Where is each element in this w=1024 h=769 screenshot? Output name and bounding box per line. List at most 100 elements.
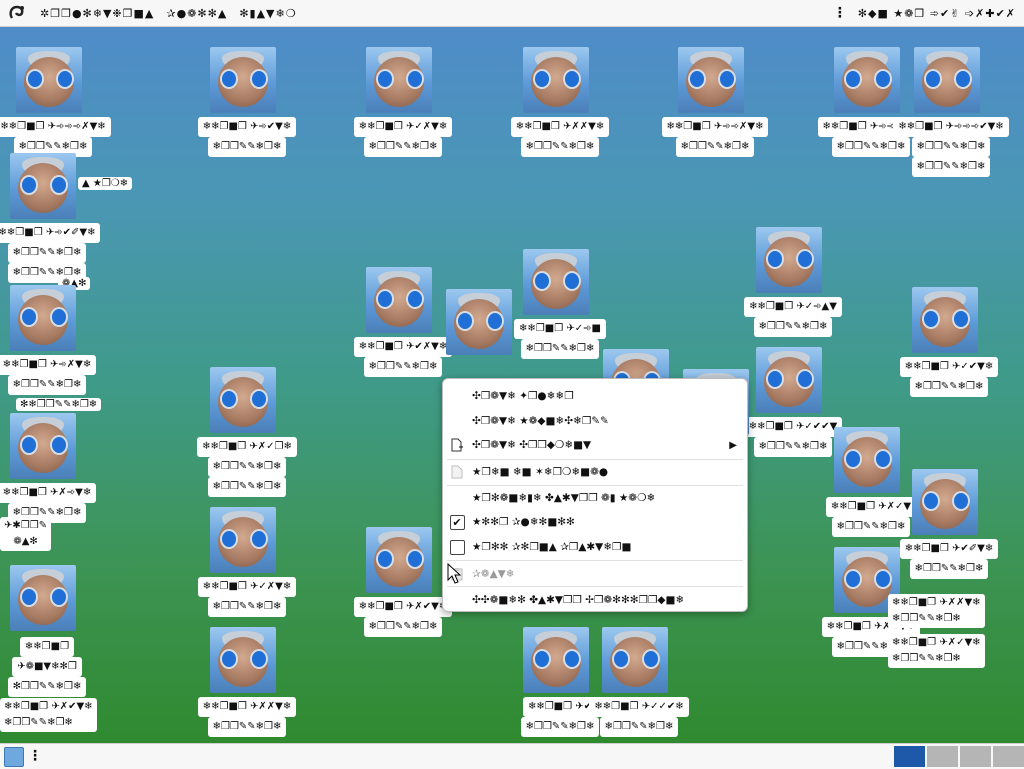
- photo-thumbnail-icon: [834, 547, 900, 613]
- menu-separator: [447, 560, 743, 561]
- photo-thumbnail-icon: [523, 627, 589, 693]
- icon-label: ❄❐❒✎✎❄❐❄: [831, 137, 911, 157]
- checkbox-unchecked[interactable]: [449, 539, 465, 555]
- icon-label: ✻❐❒✎✎❄❐❄: [7, 677, 87, 697]
- new-document-icon: [449, 437, 465, 453]
- icon-label-block: ❄❄❐■❐ ✈✗✓▼❄❄❐❒✎✎❄❐❄: [888, 634, 985, 668]
- menu-separator: [447, 485, 743, 486]
- icon-label: ❄❄❐■❐ ✈✗✓▼❄: [892, 637, 981, 648]
- submenu-arrow-icon: ▶: [729, 439, 737, 451]
- icon-label: ❄❐❒✎✎❄❐❄: [363, 137, 443, 157]
- menu-item-label: ★❐✻❁■❄▮❄ ✤▲✱▼❐❐ ❁▮ ★❁❍❄: [472, 492, 656, 504]
- photo-thumbnail-icon: [912, 469, 978, 535]
- bottom-panel: ⋮: [0, 743, 1024, 769]
- photo-thumbnail-icon: [10, 285, 76, 351]
- mouse-pointer-icon: [447, 563, 461, 584]
- menu-item-label: ✣❐❁▼❄ ★❁◆■❄✣❄❐✎✎: [472, 415, 609, 427]
- panel-handle-icon[interactable]: ⋮: [832, 5, 848, 21]
- icon-label: ❄❄❐■❐ ✈✓✔✔▼: [743, 417, 843, 437]
- icon-label: ❄❄❐■❐ ✈✓✗▼❄: [353, 117, 453, 137]
- icon-label: ❄❄❐■❐ ✈✗✔▼❄: [353, 597, 453, 617]
- icon-label: ✈❁■▼❄✻❐: [12, 657, 82, 677]
- photo-thumbnail-icon: [912, 287, 978, 353]
- menu-item-label: ★❐❄■ ❄■ ✶❄❐❍❄■❁●: [472, 466, 609, 478]
- applications-menu[interactable]: ✲❐❒●✻❄▼❉❐■▲: [40, 6, 155, 20]
- photo-thumbnail-icon: [10, 565, 76, 631]
- photo-thumbnail-icon: [366, 527, 432, 593]
- icon-label: ❄❐❒✎✎❄❐❄: [520, 137, 600, 157]
- menu-item-keep-aligned[interactable]: ✔ ★✻✻❐ ✰●❄✻■✻✻: [443, 511, 747, 533]
- menu-item-label: ✣❐❁▼❄ ✦❐●❄❄❐: [472, 390, 574, 402]
- icon-label: ❄❄❐■❐ ✈➾➾➾✗▼❄: [0, 117, 111, 137]
- workspace-4[interactable]: [993, 746, 1024, 767]
- photo-thumbnail-icon: [602, 627, 668, 693]
- icon-label: ❄❄❐■❐ ✈✔: [522, 697, 598, 717]
- photo-thumbnail-icon: [210, 627, 276, 693]
- icon-label: ✻❄❐❒✎✎❄❐❄: [16, 398, 102, 411]
- icon-label-block: ❄❄❐■❐ ✈✗✔▼❄❄❐❒✎✎❄❐❄: [0, 698, 97, 732]
- icon-label: ❄❐❒✎✎❄❐❄: [675, 137, 755, 157]
- icon-label: ❄❄❐■❐ ✈✗➾▼❄: [0, 483, 97, 503]
- icon-label: ❄❐❒✎✎❄❐❄: [599, 717, 679, 737]
- photo-thumbnail-icon: [210, 47, 276, 113]
- icon-label: ❄❄❐■❐ ✈✓✓✔❄: [589, 697, 689, 717]
- icon-label: ❄❄❐■❐ ✈✗✓▼: [825, 497, 917, 517]
- menu-item-create-folder[interactable]: ✣❐❁▼❄ ✦❐●❄❄❐: [443, 385, 747, 407]
- desktop-context-menu: ✣❐❁▼❄ ✦❐●❄❄❐ ✣❐❁▼❄ ★❁◆■❄✣❄❐✎✎ ✣❐❁▼❄ ✣❐❒◆…: [442, 378, 748, 612]
- icon-label: ❄❐❒✎✎❄❐❄: [520, 717, 600, 737]
- icon-label: ❄❐❒✎✎❄❐❄: [13, 137, 93, 157]
- top-panel: ✲❐❒●✻❄▼❉❐■▲ ✰●❁✻✻▲ ✻▮▲▼❄❍ ⋮ ✻◆■ ★❁❐ ➾✔✌ …: [0, 0, 1024, 27]
- icon-label: ❄❄❐■❐ ✈✓✗▼❄: [197, 577, 297, 597]
- icon-label: ❄❐❒✎✎❄❐❄: [7, 375, 87, 395]
- icon-label: ❄❐❒✎✎❄❐❄: [911, 157, 991, 177]
- icon-label: ❄❐❒✎✎❄❐❄: [520, 339, 600, 359]
- icon-label: ❄❄❐■❐ ✈✔✐▼❄: [899, 539, 999, 559]
- icon-label: ❄❐❒✎✎❄❐❄: [207, 597, 287, 617]
- icon-label: ❄❐❒✎✎❄❐❄: [753, 317, 833, 337]
- icon-label: ❄❄❐■❐ ✈✗✗▼❄: [892, 597, 981, 608]
- icon-label: ❄❐❒✎✎❄❐❄: [7, 243, 87, 263]
- icon-label: ❄❐❒✎✎❄❐❄: [831, 517, 911, 537]
- menu-item-create-launcher[interactable]: ✣❐❁▼❄ ★❁◆■❄✣❄❐✎✎: [443, 410, 747, 432]
- panel-handle-icon[interactable]: ⋮: [28, 748, 42, 764]
- menu-item-paste-option[interactable]: ★❐✻✻ ✰✻❐■▲ ✰❐▲✱▼❄❐■: [443, 536, 747, 558]
- workspace-1[interactable]: [894, 746, 925, 767]
- icon-label: ❄❐❒✎✎❄❐❄: [911, 137, 991, 157]
- photo-thumbnail-icon: [678, 47, 744, 113]
- system-menu[interactable]: ✻▮▲▼❄❍: [239, 6, 297, 20]
- workspace-2[interactable]: [927, 746, 958, 767]
- icon-label: ❄❄❐■❐ ✈➾✗▼❄: [0, 355, 97, 375]
- photo-thumbnail-icon: [756, 347, 822, 413]
- icon-label: ❄❄❐■❐ ✈➾➾✗▼❄: [661, 117, 769, 137]
- menu-item-label: ★✻✻❐ ✰●❄✻■✻✻: [472, 516, 575, 528]
- icon-label: ❁▲✻: [13, 536, 38, 547]
- workspace-3[interactable]: [960, 746, 991, 767]
- document-icon: [449, 464, 465, 480]
- menu-item-label: ✣✣❁■❄✻ ✤▲✱▼❐❐ ✢❐❁✻✻✻❐❐◆■❄: [472, 594, 685, 606]
- menu-item-open-in-terminal[interactable]: ★❐❄■ ❄■ ✶❄❐❍❄■❁●: [443, 461, 747, 483]
- icon-label: ❄❐❒✎✎❄❐❄: [753, 437, 833, 457]
- photo-thumbnail-icon: [10, 413, 76, 479]
- menu-item-label: ★❐✻✻ ✰✻❐■▲ ✰❐▲✱▼❄❐■: [472, 541, 632, 553]
- photo-thumbnail-icon: [914, 47, 980, 113]
- menu-item-change-background[interactable]: ✣✣❁■❄✻ ✤▲✱▼❐❐ ✢❐❁✻✻✻❐❐◆■❄: [443, 589, 747, 611]
- menu-item-paste[interactable]: ✰❁▲▼❄: [443, 563, 747, 585]
- desktop-background[interactable]: ❄❄❐■❐ ✈➾✔▼❄❄❐❒✎✎❄❐❄ ❄❄❐■❐ ✈✓✗▼❄❄❐❒✎✎❄❐❄ …: [0, 27, 1024, 743]
- photo-thumbnail-icon: [834, 47, 900, 113]
- checkbox-checked[interactable]: ✔: [449, 514, 465, 530]
- icon-label: ✈✱❐❒✎: [4, 520, 48, 531]
- photo-thumbnail-icon: [446, 289, 512, 355]
- menu-item-organize-by-name[interactable]: ★❐✻❁■❄▮❄ ✤▲✱▼❐❐ ❁▮ ★❁❍❄: [443, 487, 747, 509]
- clock-indicator[interactable]: ✻◆■ ★❁❐ ➾✔✌ ➩✗✚✔✗: [857, 6, 1016, 20]
- icon-label: ❄❄❐■❐ ✈✓➾▲▼: [744, 297, 842, 317]
- icon-label: ❄❐❒✎✎❄❐❄: [909, 377, 989, 397]
- folder-icon[interactable]: [4, 747, 24, 767]
- gnome-foot-icon[interactable]: [6, 2, 28, 24]
- menu-item-label: ✣❐❁▼❄ ✣❐❒◆❍❄■▼: [472, 439, 592, 451]
- menu-item-label: ✰❁▲▼❄: [472, 568, 515, 580]
- icon-label: ❄❄❐■❐: [19, 637, 75, 657]
- menu-item-create-document[interactable]: ✣❐❁▼❄ ✣❐❒◆❍❄■▼ ▶: [443, 434, 747, 456]
- icon-label: ❄❄❐■❐ ✈✗✓❐❄: [197, 437, 297, 457]
- photo-thumbnail-icon: [523, 47, 589, 113]
- places-menu[interactable]: ✰●❁✻✻▲: [166, 6, 228, 20]
